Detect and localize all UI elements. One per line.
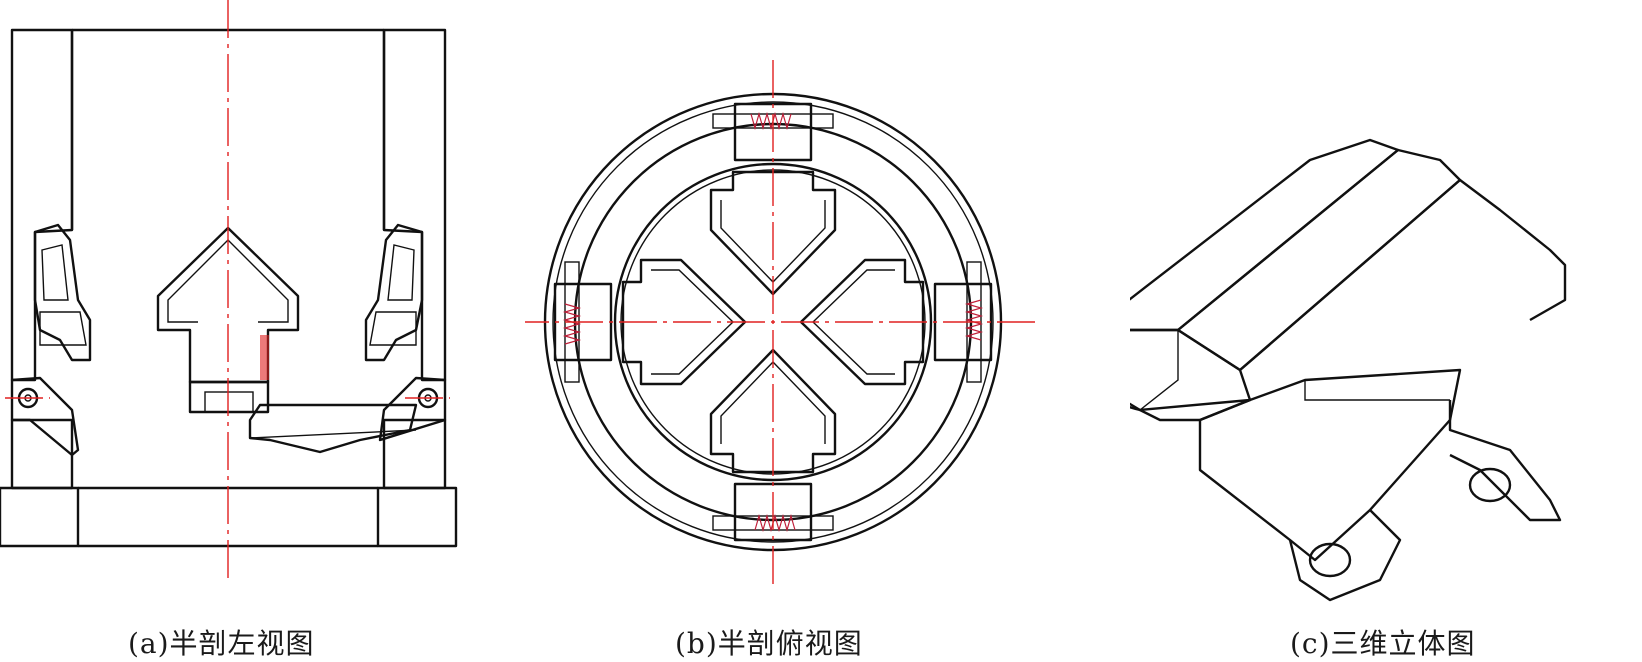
left-view-figure: [0, 0, 480, 661]
top-view-drawing: [525, 60, 1035, 584]
isometric-part: [1130, 138, 1567, 602]
lower-slider: [248, 403, 418, 454]
caption-isometric-view: (c)三维立体图: [1290, 627, 1476, 660]
caption-top-view: (b)半剖俯视图: [675, 627, 863, 660]
center-jaw: [156, 226, 300, 414]
right-pawl: [364, 223, 447, 442]
top-view-figure: [525, 0, 1100, 661]
isometric-view-figure: [1130, 0, 1642, 661]
isometric-drawing: [1130, 138, 1567, 602]
left-view-drawing: [0, 0, 458, 580]
left-pawl: [10, 223, 92, 457]
caption-left-view: (a)半剖左视图: [128, 627, 315, 660]
